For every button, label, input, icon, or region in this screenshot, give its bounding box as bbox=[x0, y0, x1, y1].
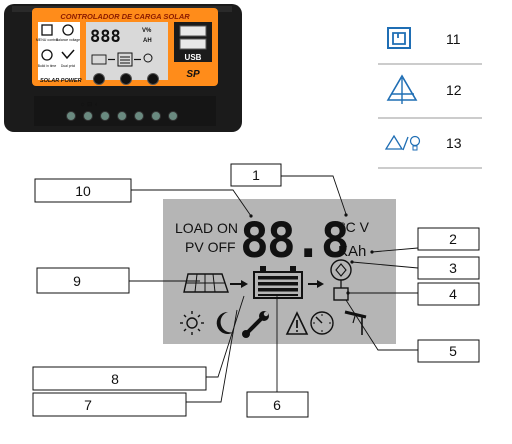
lcd-panel: LOAD ON PV OFF 88.8 °C V KAh bbox=[163, 199, 396, 344]
dual-protect-label: Dual prtcl bbox=[61, 64, 76, 68]
mini-lcd-digits: 888 bbox=[90, 27, 121, 47]
mini-lcd bbox=[86, 22, 168, 80]
terminal-strip bbox=[34, 96, 216, 126]
legend-number-11: 11 bbox=[446, 31, 461, 47]
callout-6: 6 bbox=[273, 397, 281, 413]
square-in-square-icon bbox=[387, 27, 411, 49]
controller-title: CONTROLADOR DE CARGA SOLAR bbox=[60, 12, 190, 21]
callout-boxes bbox=[32, 163, 480, 418]
callout-7: 7 bbox=[84, 397, 92, 413]
build-in-time-label: Build in time bbox=[38, 64, 57, 68]
callout-8: 8 bbox=[111, 371, 119, 387]
leader-dots bbox=[249, 213, 374, 295]
solar-power-label: SOLAR POWER bbox=[40, 78, 82, 84]
terminal-icons-row: ☼ ⊟ ♁ bbox=[80, 102, 98, 108]
warning-triangle-icon bbox=[285, 311, 309, 335]
terminal-screws bbox=[66, 111, 178, 121]
legend: 11 12 13 bbox=[378, 27, 482, 169]
legend-number-13: 13 bbox=[446, 135, 462, 151]
gear-icon bbox=[62, 24, 74, 36]
moon-icon bbox=[216, 311, 234, 334]
menu-button[interactable] bbox=[93, 73, 105, 85]
callout-2: 2 bbox=[449, 231, 457, 247]
triangle-bulb-icon bbox=[384, 134, 421, 151]
callout-5: 5 bbox=[449, 343, 457, 359]
mini-lcd-unit-bottom: AH bbox=[143, 38, 152, 44]
check-icon bbox=[61, 49, 75, 60]
kah-unit: KAh bbox=[338, 243, 366, 260]
usb-label: USB bbox=[185, 53, 202, 62]
menu-square-icon bbox=[41, 24, 53, 36]
sun-icon bbox=[180, 311, 204, 335]
balance-voltage-label: Balance voltage bbox=[56, 38, 80, 42]
charge-controller-device: CONTROLADOR DE CARGA SOLAR MENU control … bbox=[4, 4, 242, 132]
clock-icon bbox=[41, 49, 53, 61]
return-button[interactable] bbox=[120, 73, 132, 85]
wrench-icon bbox=[242, 311, 269, 338]
callout-4: 4 bbox=[449, 286, 457, 302]
leader-lines bbox=[129, 175, 419, 403]
load-on-label: LOAD ON bbox=[175, 220, 238, 236]
usb-port-1 bbox=[179, 25, 207, 37]
mini-lcd-flow-icons bbox=[91, 52, 153, 67]
lcd-digits: 88.8 bbox=[240, 213, 348, 269]
arrow-right-icon bbox=[308, 280, 324, 288]
pv-off-label: PV OFF bbox=[185, 239, 236, 255]
callout-3: 3 bbox=[449, 260, 457, 276]
callout-1: 1 bbox=[252, 167, 260, 183]
triangle-cross-icon bbox=[386, 74, 418, 104]
usb-port-2 bbox=[179, 38, 207, 50]
legend-number-12: 12 bbox=[446, 82, 462, 98]
temp-volt-unit: °C V bbox=[340, 219, 370, 235]
arrow-right-icon bbox=[230, 280, 248, 288]
menu-control-label: MENU control bbox=[36, 38, 59, 42]
callout-9: 9 bbox=[73, 273, 81, 289]
solar-panel-icon bbox=[183, 273, 229, 293]
mini-lcd-units-top: V% bbox=[142, 28, 152, 34]
setting-button[interactable] bbox=[147, 73, 159, 85]
battery-icon bbox=[253, 266, 303, 299]
timer-dial-icon bbox=[310, 311, 334, 335]
callout-10: 10 bbox=[75, 183, 91, 199]
brand-logo: SP bbox=[186, 69, 200, 80]
